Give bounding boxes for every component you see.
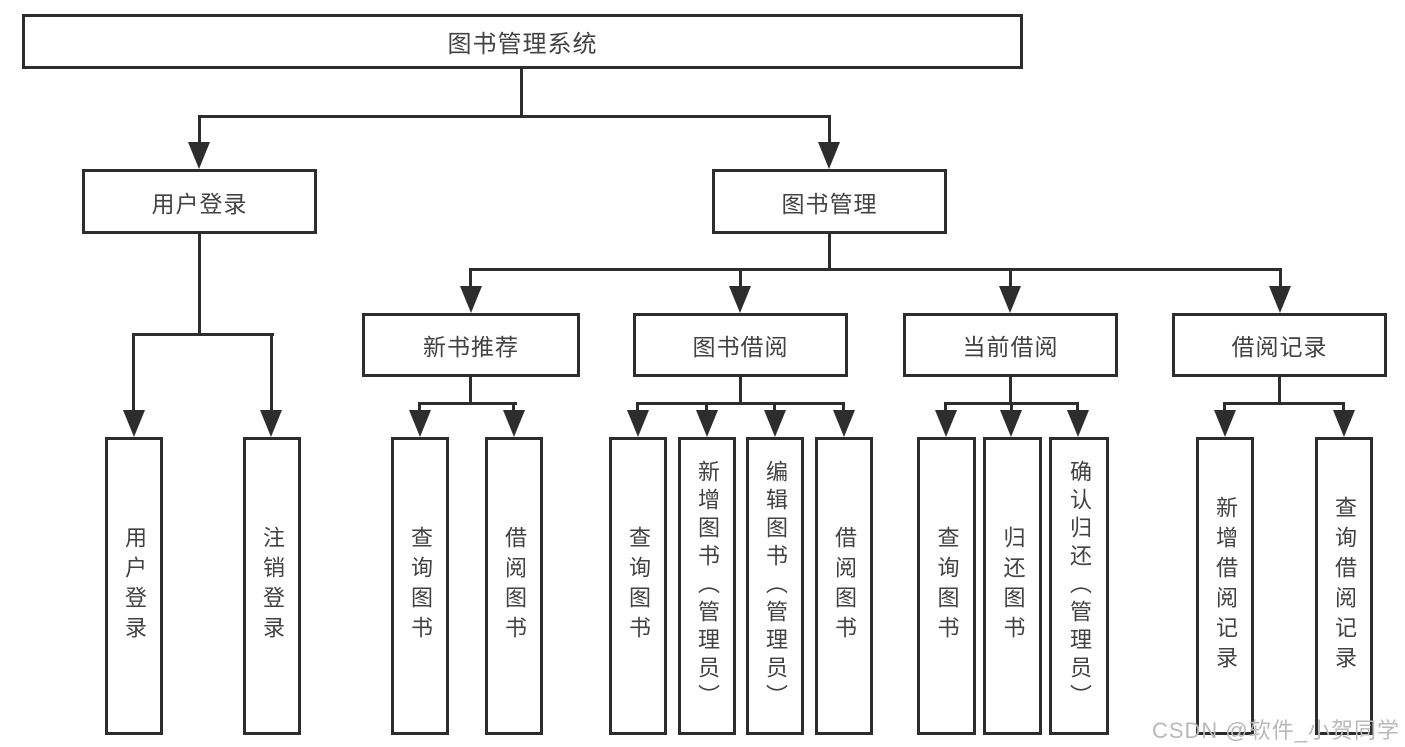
leaf-borrow-books-recommend: 借阅图书	[485, 437, 543, 735]
arrow-down-icon	[729, 286, 751, 313]
arrow-down-icon	[833, 410, 855, 437]
connector-user-login-trunk	[198, 232, 201, 336]
arrow-down-icon	[696, 410, 718, 437]
connector-borrow-trunk	[739, 375, 742, 405]
connector-level1-branch	[198, 115, 831, 118]
arrow-down-icon	[1333, 410, 1355, 437]
leaf-confirm-return-admin: 确认归还（管理员）	[1049, 437, 1109, 735]
node-user-login: 用户登录	[82, 169, 317, 234]
connector-shaft	[1223, 402, 1226, 413]
arrow-down-icon	[188, 142, 210, 169]
arrow-down-icon	[503, 410, 525, 437]
arrow-down-icon	[460, 286, 482, 313]
node-book-borrow: 图书借阅	[633, 313, 848, 377]
leaf-add-book-admin: 新增图书（管理员）	[678, 437, 736, 735]
arrow-down-icon	[627, 410, 649, 437]
connector-shaft	[1009, 268, 1012, 290]
connector-user-login-branch	[132, 333, 274, 336]
connector-shaft	[1010, 402, 1013, 413]
connector-records-branch	[1223, 402, 1345, 405]
arrow-down-icon	[1000, 410, 1022, 437]
connector-shaft	[132, 333, 135, 413]
watermark-text: CSDN @软件_小贺同学	[1151, 718, 1400, 743]
connector-shaft	[705, 402, 708, 413]
connector-shaft	[773, 402, 776, 413]
leaf-logout: 注销登录	[243, 437, 301, 735]
leaf-query-borrow-record: 查询借阅记录	[1315, 437, 1373, 735]
connector-shaft	[842, 402, 845, 413]
arrow-down-icon	[123, 410, 145, 437]
node-book-management: 图书管理	[712, 169, 947, 234]
leaf-edit-book-admin: 编辑图书（管理员）	[746, 437, 804, 735]
connector-borrow-branch	[636, 402, 845, 405]
node-current-borrow: 当前借阅	[903, 313, 1118, 377]
connector-newbook-branch	[418, 402, 517, 405]
leaf-return-books: 归还图书	[983, 437, 1042, 735]
node-library-management-system: 图书管理系统	[22, 14, 1023, 69]
connector-records-trunk	[1278, 375, 1281, 405]
connector-shaft	[418, 402, 421, 413]
connector-shaft	[636, 402, 639, 413]
connector-shaft	[739, 268, 742, 290]
arrow-down-icon	[999, 286, 1021, 313]
arrow-down-icon	[260, 410, 282, 437]
leaf-query-books-recommend: 查询图书	[391, 437, 449, 735]
connector-newbook-trunk	[469, 375, 472, 405]
connector-shaft	[270, 333, 273, 413]
arrow-down-icon	[818, 142, 840, 169]
connector-current-trunk	[1009, 375, 1012, 405]
leaf-query-books-current: 查询图书	[917, 437, 976, 735]
connector-shaft	[944, 402, 947, 413]
node-new-book-recommend: 新书推荐	[362, 313, 580, 377]
leaf-add-borrow-record: 新增借阅记录	[1196, 437, 1254, 735]
arrow-down-icon	[1214, 410, 1236, 437]
connector-shaft	[198, 115, 201, 145]
arrow-down-icon	[1269, 286, 1291, 313]
connector-shaft	[512, 402, 515, 413]
connector-shaft	[469, 268, 472, 290]
connector-shaft	[828, 115, 831, 145]
connector-root-trunk	[520, 68, 523, 116]
leaf-query-books-borrow: 查询图书	[609, 437, 667, 735]
connector-level2-branch	[469, 268, 1281, 271]
connector-shaft	[1279, 268, 1282, 290]
arrow-down-icon	[409, 410, 431, 437]
connector-shaft	[1342, 402, 1345, 413]
arrow-down-icon	[1067, 410, 1089, 437]
leaf-borrow-books-borrow: 借阅图书	[815, 437, 873, 735]
leaf-user-login: 用户登录	[105, 437, 163, 735]
arrow-down-icon	[935, 410, 957, 437]
connector-shaft	[1076, 402, 1079, 413]
node-borrow-records: 借阅记录	[1172, 313, 1387, 377]
arrow-down-icon	[764, 410, 786, 437]
connector-book-management-trunk	[828, 232, 831, 271]
